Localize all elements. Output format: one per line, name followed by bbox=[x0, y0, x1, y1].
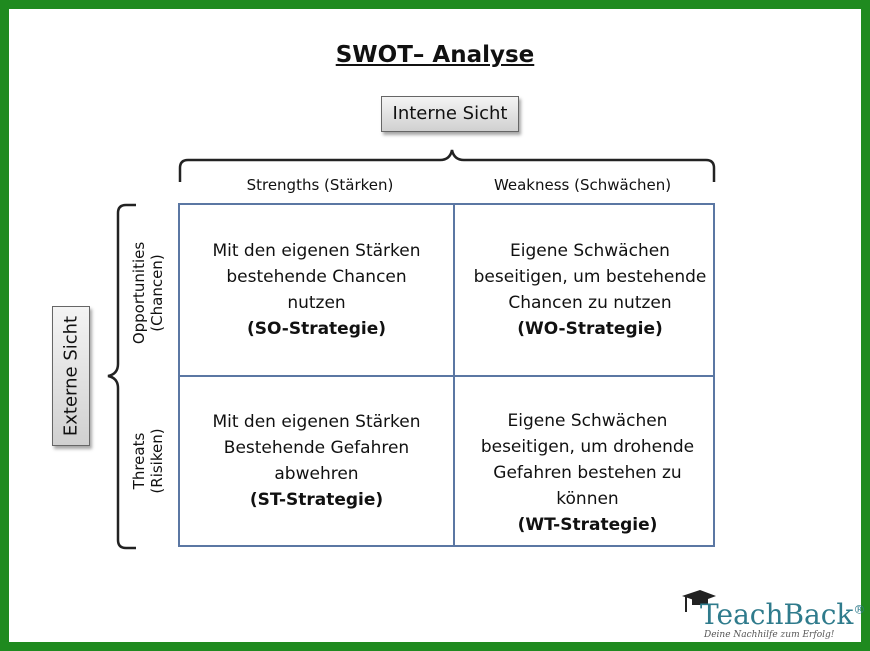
interne-sicht-label: Interne Sicht bbox=[381, 96, 519, 132]
row-header-opportunities: Opportunities (Chancen) bbox=[120, 210, 176, 375]
cell-so-line1: Mit den eigenen Stärken bbox=[212, 241, 421, 261]
row-header-threats-line1: Threats bbox=[130, 432, 148, 489]
cell-wo-line1: Eigene Schwächen bbox=[510, 241, 670, 261]
row-header-opportunities-line1: Opportunities bbox=[130, 241, 148, 344]
cell-wo: Eigene Schwächen beseitigen, um bestehen… bbox=[455, 238, 725, 342]
cell-so-strategy: (SO-Strategie) bbox=[246, 319, 386, 339]
row-header-threats-line2: (Risiken) bbox=[148, 427, 166, 494]
cell-st-line1: Mit den eigenen Stärken bbox=[212, 412, 421, 432]
row-header-threats: Threats (Risiken) bbox=[120, 378, 176, 543]
cell-wt-line4: können bbox=[556, 489, 619, 509]
cell-st: Mit den eigenen Stärken Bestehende Gefah… bbox=[180, 409, 453, 513]
top-brace bbox=[178, 149, 716, 182]
cell-wt-line2: beseitigen, um drohende bbox=[480, 437, 695, 457]
cell-wt-strategy: (WT-Strategie) bbox=[517, 515, 658, 535]
left-brace bbox=[107, 203, 136, 550]
cell-wo-line2: beseitigen, um bestehende bbox=[473, 267, 707, 287]
cell-wo-strategy: (WO-Strategie) bbox=[517, 319, 663, 339]
cell-so: Mit den eigenen Stärken bestehende Chanc… bbox=[180, 238, 453, 342]
cell-wt-line3: Gefahren bestehen zu bbox=[493, 463, 682, 483]
logo-text: TeachBack® bbox=[700, 598, 865, 631]
column-header-strengths: Strengths (Stärken) bbox=[246, 176, 394, 194]
cell-st-strategy: (ST-Strategie) bbox=[249, 490, 384, 510]
row-header-opportunities-line2: (Chancen) bbox=[148, 253, 166, 332]
grid-divider-horizontal bbox=[178, 375, 715, 377]
logo-registered: ® bbox=[853, 602, 866, 617]
column-header-weakness: Weakness (Schwächen) bbox=[493, 176, 672, 194]
cell-wo-line3: Chancen zu nutzen bbox=[508, 293, 672, 313]
cell-wt-line1: Eigene Schwächen bbox=[507, 411, 668, 431]
logo-name: TeachBack bbox=[700, 598, 854, 631]
externe-sicht-label: Externe Sicht bbox=[52, 306, 90, 446]
cell-so-line2: bestehende Chancen bbox=[226, 267, 407, 287]
page-title: SWOT– Analyse bbox=[335, 42, 535, 68]
cell-wt: Eigene Schwächen beseitigen, um drohende… bbox=[455, 408, 720, 538]
cell-st-line3: abwehren bbox=[274, 464, 359, 484]
logo-tagline: Deine Nachhilfe zum Erfolg! bbox=[704, 630, 835, 640]
cell-st-line2: Bestehende Gefahren bbox=[223, 438, 410, 458]
graduation-cap-icon bbox=[682, 590, 716, 612]
cell-so-line3: nutzen bbox=[287, 293, 346, 313]
